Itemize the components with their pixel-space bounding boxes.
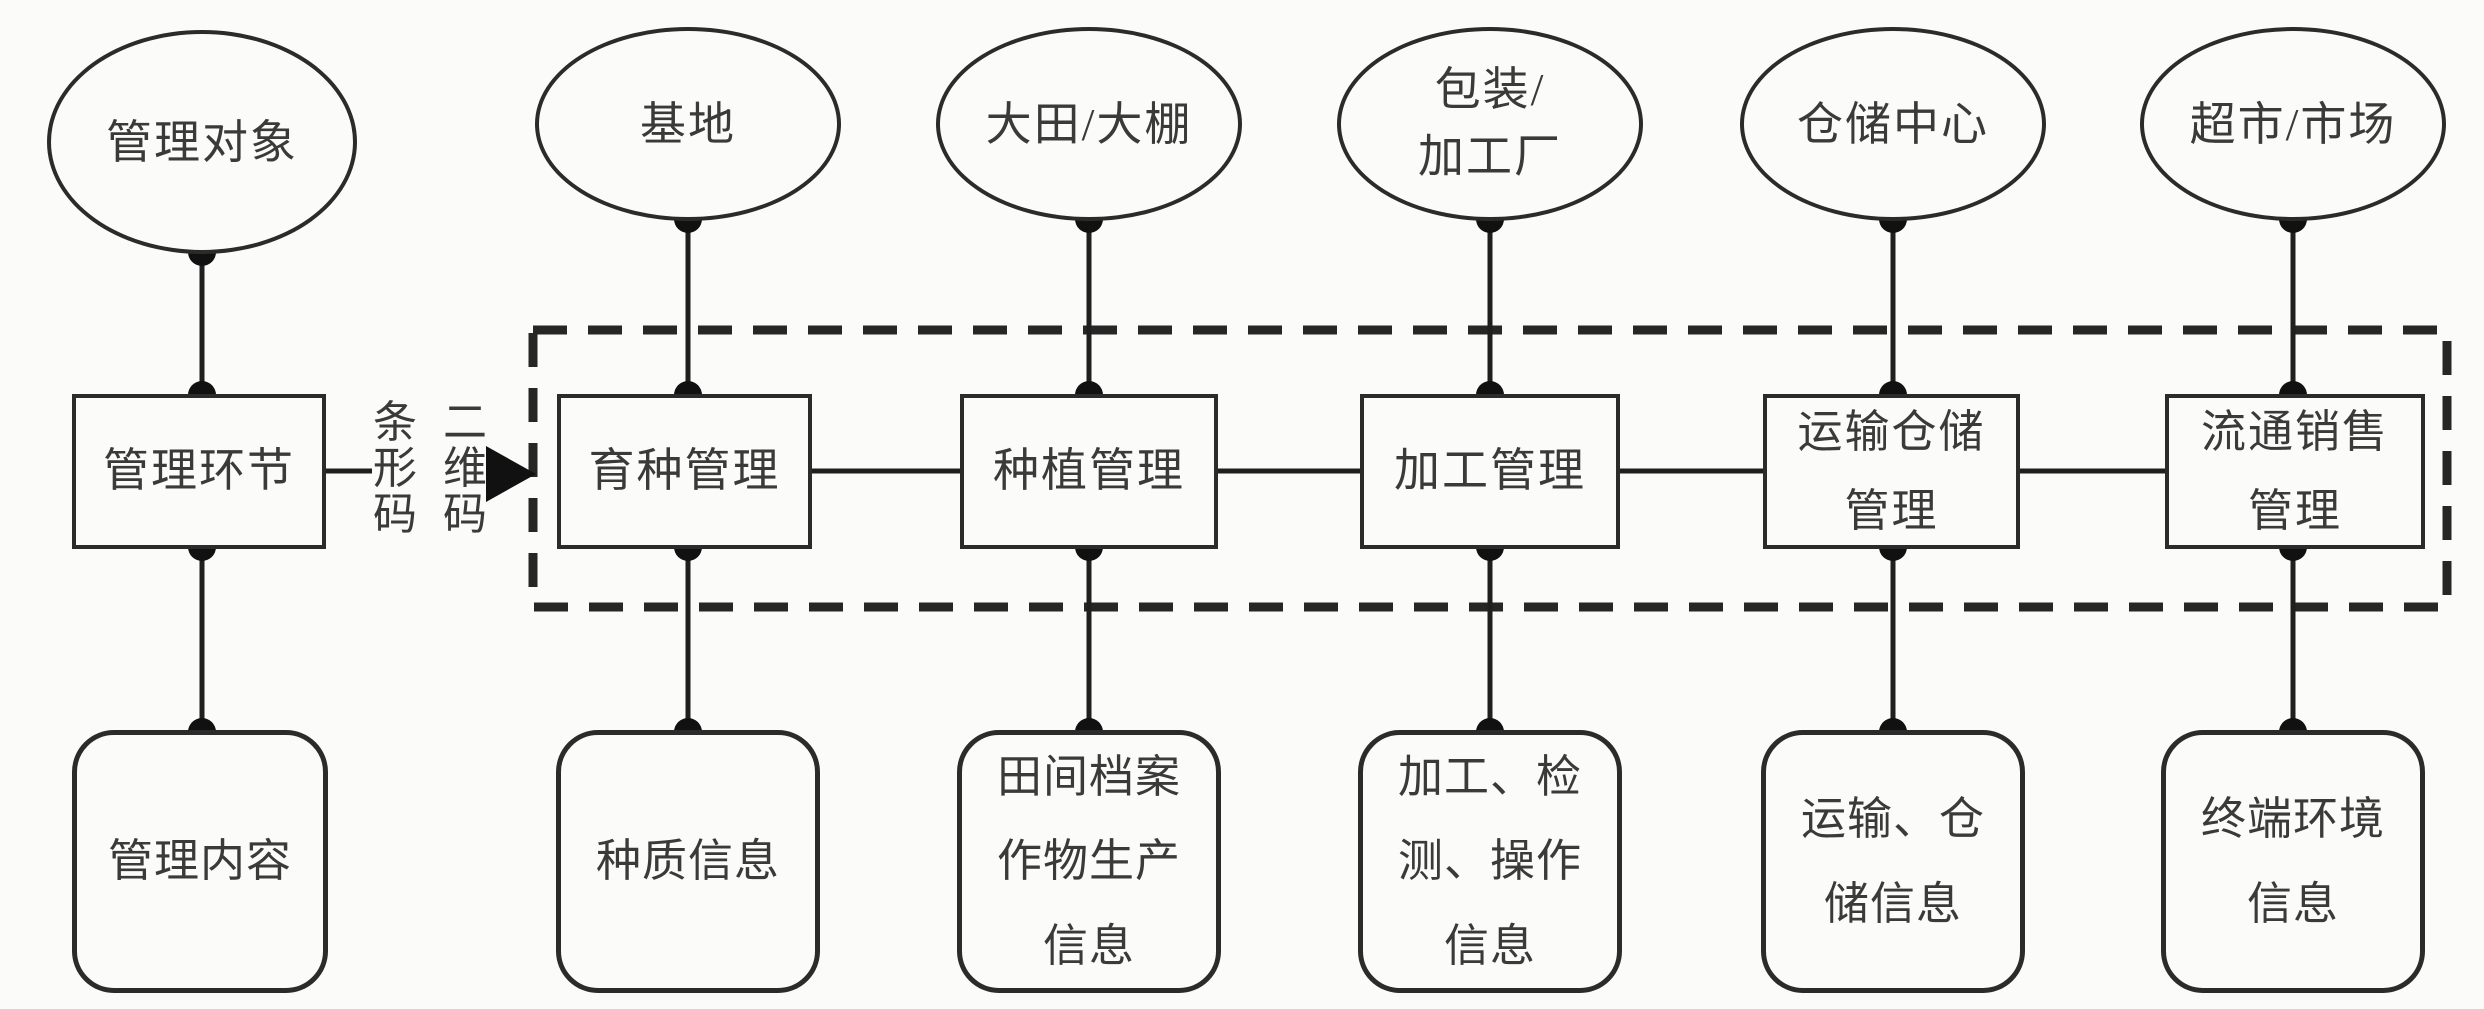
box-label: 运输仓储 管理 — [1797, 406, 1986, 536]
content-label: 管理内容 — [107, 836, 292, 887]
content-processing-testing-operation-info: 加工、检 测、操作 信息 — [1358, 730, 1622, 993]
content-terminal-environment-info: 终端环境 信息 — [2161, 730, 2425, 993]
box-circulation-sales-management: 流通销售 管理 — [2165, 394, 2425, 549]
ellipse-label: 包装/ 加工厂 — [1418, 64, 1562, 182]
ellipse-label: 基地 — [640, 98, 736, 150]
content-label: 运输、仓 储信息 — [1800, 793, 1985, 929]
box-management-stage: 管理环节 — [72, 394, 326, 549]
ellipse-label: 仓储中心 — [1797, 98, 1989, 150]
ellipse-base: 基地 — [535, 27, 841, 221]
ellipse-packing-processing-plant: 包装/ 加工厂 — [1337, 27, 1643, 221]
content-transport-storage-info: 运输、仓 储信息 — [1761, 730, 2025, 993]
box-breeding-management: 育种管理 — [557, 394, 812, 549]
barcode-arrow-icon — [486, 446, 536, 502]
content-management-content: 管理内容 — [72, 730, 328, 993]
box-label: 流通销售 管理 — [2200, 406, 2389, 536]
ellipse-management-object: 管理对象 — [47, 30, 357, 254]
box-transport-storage-management: 运输仓储 管理 — [1763, 394, 2020, 549]
barcode-label: 条形码 — [373, 398, 417, 539]
content-label: 加工、检 测、操作 信息 — [1397, 751, 1582, 971]
qrcode-label: 二维码 — [443, 398, 487, 539]
box-label: 加工管理 — [1394, 445, 1586, 497]
ellipse-warehouse-center: 仓储中心 — [1740, 27, 2046, 221]
box-processing-management: 加工管理 — [1360, 394, 1620, 549]
box-label: 育种管理 — [588, 445, 781, 497]
box-label: 种植管理 — [993, 445, 1185, 497]
ellipse-label: 大田/大棚 — [985, 98, 1193, 150]
content-label: 终端环境 信息 — [2200, 793, 2385, 929]
box-label: 管理环节 — [103, 445, 295, 497]
box-planting-management: 种植管理 — [960, 394, 1218, 549]
content-label: 种质信息 — [595, 836, 780, 887]
ellipse-supermarket-market: 超市/市场 — [2140, 27, 2446, 221]
ellipse-field-greenhouse: 大田/大棚 — [936, 27, 1242, 221]
content-germplasm-info: 种质信息 — [556, 730, 820, 993]
content-field-archive-crop-production-info: 田间档案 作物生产 信息 — [957, 730, 1221, 993]
ellipse-label: 超市/市场 — [2189, 98, 2397, 150]
ellipse-label: 管理对象 — [106, 116, 298, 168]
content-label: 田间档案 作物生产 信息 — [996, 751, 1181, 971]
